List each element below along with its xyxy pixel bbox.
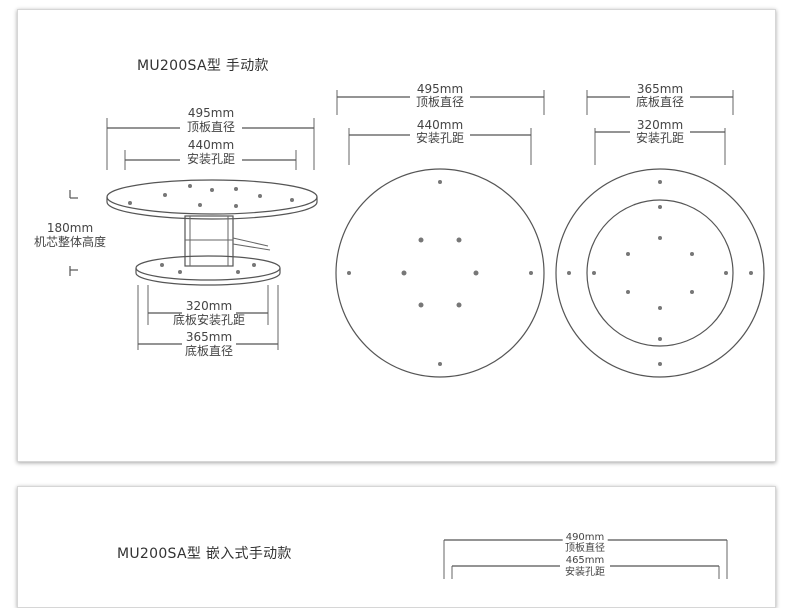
side-base-holes-value: 320mm: [185, 299, 233, 313]
base-plate-circle: [555, 168, 765, 378]
side-top-outer-value: 495mm: [187, 106, 235, 120]
side-base-outer-value: 365mm: [185, 330, 233, 344]
panel2-drawing: [443, 539, 728, 579]
panel-title: MU200SA型 手动款: [137, 58, 269, 74]
diagram-card-manual: [17, 9, 776, 462]
side-height-caption: 机芯整体高度: [33, 235, 107, 249]
top-plate-holes-value: 440mm: [416, 118, 464, 132]
side-height-value: 180mm: [46, 221, 94, 235]
top-plate-holes-caption: 安装孔距: [415, 131, 465, 145]
base-plate-holes-value: 320mm: [636, 118, 684, 132]
base-plate-holes-caption: 安装孔距: [635, 131, 685, 145]
side-top-holes-caption: 安装孔距: [186, 152, 236, 166]
top-plate-outer-value: 495mm: [416, 82, 464, 96]
panel2-title: MU200SA型 嵌入式手动款: [117, 546, 292, 562]
base-plate-outer-caption: 底板直径: [635, 95, 685, 109]
side-top-plate: [106, 179, 318, 220]
base-plate-outer-value: 365mm: [636, 82, 684, 96]
dim-base-holes: [147, 285, 269, 325]
panel1-drawing: [69, 90, 765, 378]
p2-outer-caption: 顶板直径: [565, 543, 605, 554]
top-plate-dim-holes: [348, 128, 532, 165]
dim-height: [69, 190, 78, 276]
p2-outer-value: 490mm: [562, 532, 608, 543]
dim-top-holes: [124, 150, 297, 170]
side-column: [184, 215, 271, 267]
top-plate-outer-caption: 顶板直径: [415, 95, 465, 109]
top-plate-circle: [335, 168, 545, 378]
side-base-holes-caption: 底板安装孔距: [172, 313, 246, 327]
base-plate-dim-holes: [594, 128, 726, 165]
p2-holes-caption: 安装孔距: [565, 567, 605, 578]
dim-base-outer: [137, 285, 279, 350]
p2-holes-value: 465mm: [565, 555, 605, 566]
dim-top-outer: [106, 118, 315, 170]
base-plate-dim-outer: [586, 90, 734, 115]
top-plate-dim-outer: [336, 90, 545, 115]
p2-dim-holes: [451, 565, 720, 579]
side-base-outer-caption: 底板直径: [184, 344, 234, 358]
side-top-holes-value: 440mm: [187, 138, 235, 152]
side-top-outer-caption: 顶板直径: [186, 120, 236, 134]
side-base-plate: [135, 255, 281, 286]
